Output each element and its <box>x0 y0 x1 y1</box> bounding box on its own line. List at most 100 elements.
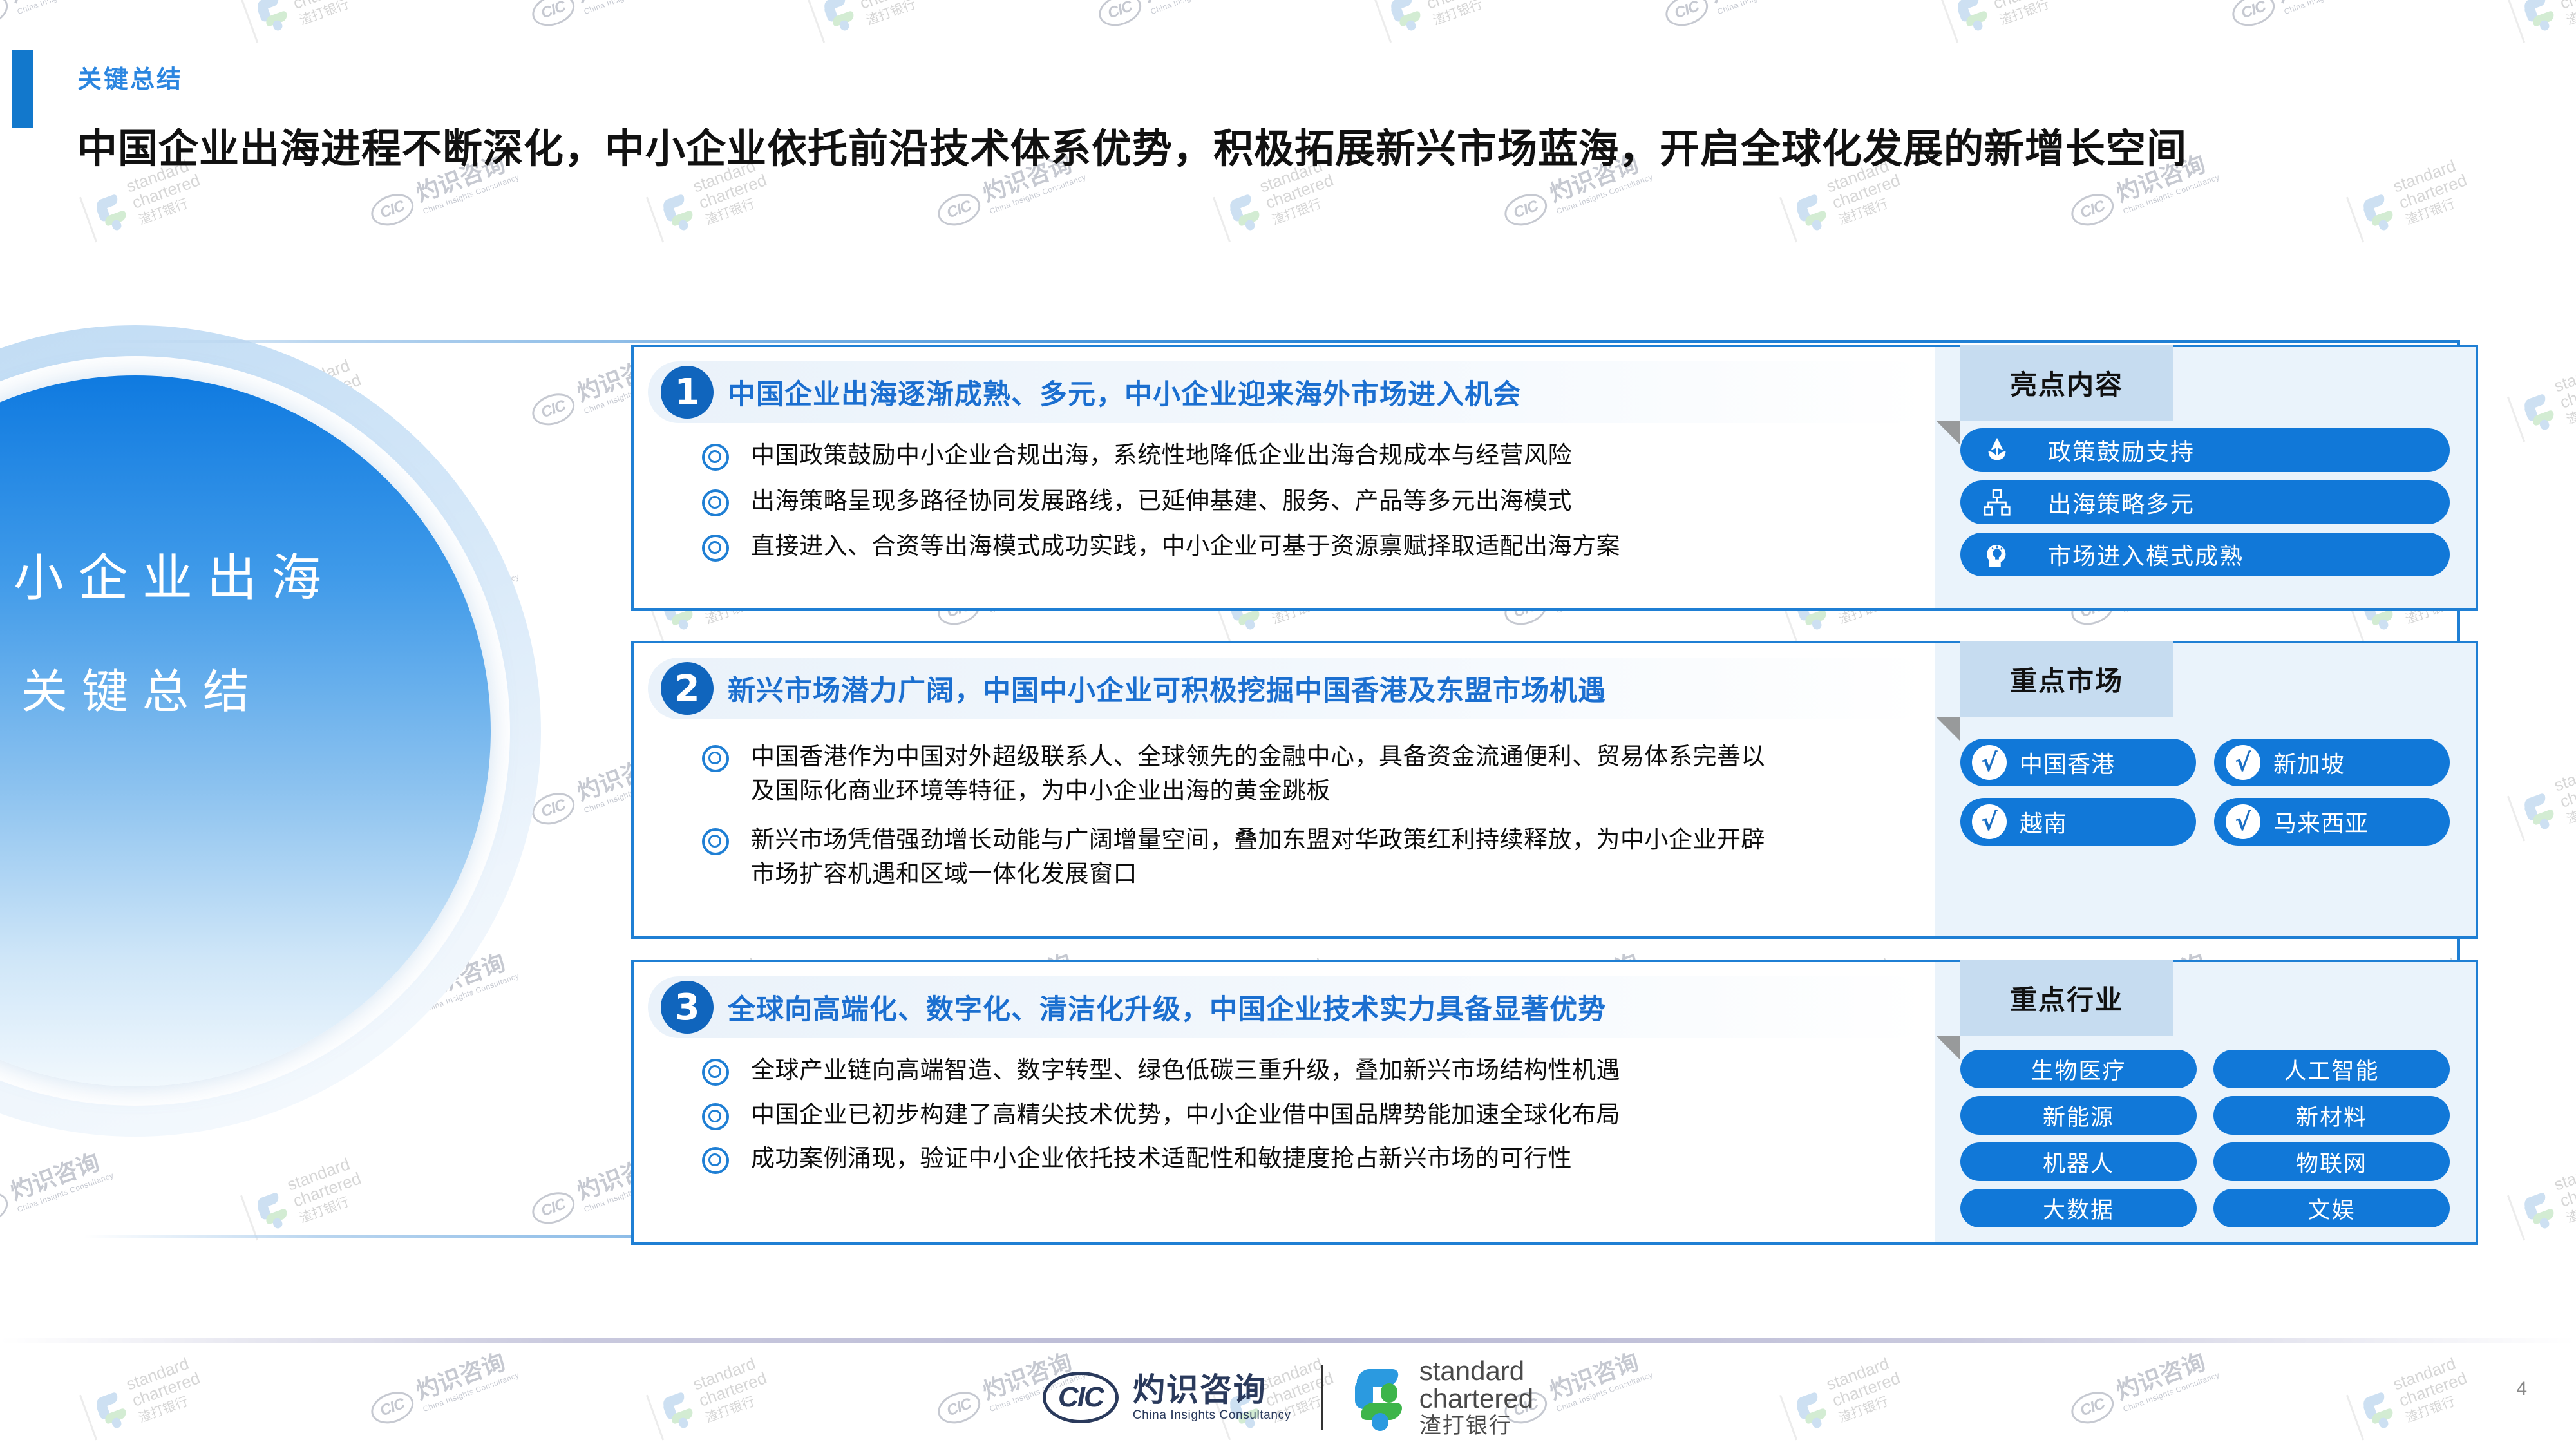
check-icon: √ <box>2226 804 2260 839</box>
section-2-content: 2 新兴市场潜力广阔，中国中小企业可积极挖掘中国香港及东盟市场机遇 中国香港作为… <box>634 643 1935 936</box>
sc-name-cn: 渣打银行 <box>1419 1414 1512 1439</box>
section-1-number-badge: 1 <box>661 366 714 419</box>
bullet-ring-icon <box>702 444 729 471</box>
industry-pill-entertainment[interactable]: 文娱 <box>2213 1189 2450 1227</box>
industry-pill-big-data[interactable]: 大数据 <box>1960 1189 2197 1227</box>
highlight-pill-strategy[interactable]: 出海策略多元 <box>1960 480 2450 524</box>
market-pill-malaysia[interactable]: √ 马来西亚 <box>2214 798 2450 846</box>
market-pill-singapore[interactable]: √ 新加坡 <box>2214 739 2450 786</box>
sprout-icon <box>1988 437 2006 460</box>
bullet-text: 出海策略呈现多路径协同发展路线，已延伸基建、服务、产品等多元出海模式 <box>751 486 1572 515</box>
bullet-text: 中国企业已初步构建了高精尖技术优势，中小企业借中国品牌势能加速全球化布局 <box>751 1100 1620 1128</box>
cic-name: 灼识咨询 China Insights Consultancy <box>1133 1373 1291 1422</box>
watermark-separator <box>2506 795 2526 842</box>
hero-line-2: 关键总结 <box>21 665 263 719</box>
section-2-number-badge: 2 <box>661 662 714 715</box>
section-3-panel-body: 生物医疗 人工智能 新能源 新材料 机器人 物联网 大数据 文娱 <box>1960 1043 2450 1233</box>
cic-mark-icon: CIC <box>1042 1372 1119 1423</box>
section-2-panel-title: 重点市场 <box>1936 641 2173 741</box>
pill-label: 市场进入模式成熟 <box>2048 544 2244 570</box>
industry-pill-robotics[interactable]: 机器人 <box>1960 1142 2197 1181</box>
standard-chartered-mark-icon <box>1352 1364 1406 1431</box>
market-pill-vietnam[interactable]: √ 越南 <box>1960 798 2196 846</box>
section-2-header: 2 新兴市场潜力广阔，中国中小企业可积极挖掘中国香港及东盟市场机遇 <box>648 658 1928 719</box>
header-accent-bar <box>12 50 33 128</box>
industry-pill-grid: 生物医疗 人工智能 新能源 新材料 机器人 物联网 大数据 文娱 <box>1960 1050 2450 1227</box>
section-2-panel-body: √ 中国香港 √ 新加坡 √ 越南 √ 马来西亚 <box>1960 724 2450 927</box>
watermark-separator <box>2506 0 2526 43</box>
pill-label: 新能源 <box>2042 1104 2114 1131</box>
section-2-title: 新兴市场潜力广阔，中国中小企业可积极挖掘中国香港及东盟市场机遇 <box>728 675 1606 707</box>
section-card-1: 1 中国企业出海逐渐成熟、多元，中小企业迎来海外市场进入机会 中国政策鼓励中小企… <box>631 345 2478 611</box>
market-pill-hongkong[interactable]: √ 中国香港 <box>1960 739 2196 786</box>
section-3-header: 3 全球向高端化、数字化、清洁化升级，中国企业技术实力具备显著优势 <box>648 976 1928 1038</box>
standard-chartered-name: standard chartered 渣打银行 <box>1419 1357 1534 1439</box>
industry-pill-biomed[interactable]: 生物医疗 <box>1960 1050 2197 1088</box>
highlight-pill-policy[interactable]: 政策鼓励支持 <box>1960 428 2450 472</box>
watermark-separator <box>1940 0 1959 43</box>
section-1-panel-body: 政策鼓励支持 出海策略多元 市场进入模式成熟 <box>1960 428 2450 599</box>
section-1-title: 中国企业出海逐渐成熟、多元，中小企业迎来海外市场进入机会 <box>728 379 1521 411</box>
check-icon: √ <box>1972 804 2007 839</box>
bullet-text: 新兴市场凭借强劲增长动能与广阔增量空间，叠加东盟对华政策红利持续释放，为中小企业… <box>751 826 1765 887</box>
footer: CIC 灼识咨询 China Insights Consultancy stan… <box>0 1346 2576 1449</box>
footer-logo-separator <box>1320 1365 1323 1430</box>
section-3-bullet-list: 全球产业链向高端智造、数字转型、绿色低碳三重升级，叠加新兴市场结构性机遇 中国企… <box>702 1054 1919 1186</box>
bullet-ring-icon <box>702 828 729 856</box>
list-item: 中国香港作为中国对外超级联系人、全球领先的金融中心，具备资金流通便利、贸易体系完… <box>702 740 1919 808</box>
cic-name-cn: 灼识咨询 <box>1132 1371 1267 1408</box>
pill-label: 新加坡 <box>2273 752 2345 778</box>
pill-label: 马来西亚 <box>2273 811 2369 837</box>
bullet-text: 直接进入、合资等出海模式成功实践，中小企业可基于资源禀赋择取适配出海方案 <box>751 532 1620 560</box>
industry-pill-iot[interactable]: 物联网 <box>2213 1142 2450 1181</box>
watermark-separator <box>2345 196 2365 243</box>
watermark-separator <box>1779 196 1798 243</box>
section-3-title: 全球向高端化、数字化、清洁化升级，中国企业技术实力具备显著优势 <box>728 994 1606 1026</box>
page-title: 中国企业出海进程不断深化，中小企业依托前沿技术体系优势，积极拓展新兴市场蓝海，开… <box>77 125 2188 172</box>
list-item: 中国政策鼓励中小企业合规出海，系统性地降低企业出海合规成本与经营风险 <box>702 439 1919 473</box>
sc-name-line2: chartered <box>1419 1383 1534 1414</box>
industry-pill-new-energy[interactable]: 新能源 <box>1960 1096 2197 1135</box>
bullet-ring-icon <box>702 1147 729 1175</box>
bullet-ring-icon <box>702 1103 729 1130</box>
pill-label: 生物医疗 <box>2031 1058 2126 1084</box>
section-3-content: 3 全球向高端化、数字化、清洁化升级，中国企业技术实力具备显著优势 全球产业链向… <box>634 962 1935 1242</box>
section-1-panel-title: 亮点内容 <box>1936 345 2173 445</box>
industry-pill-ai[interactable]: 人工智能 <box>2213 1050 2450 1088</box>
watermark-separator <box>240 0 259 43</box>
section-card-2: 2 新兴市场潜力广阔，中国中小企业可积极挖掘中国香港及东盟市场机遇 中国香港作为… <box>631 641 2478 939</box>
list-item: 中国企业已初步构建了高精尖技术优势，中小企业借中国品牌势能加速全球化布局 <box>702 1098 1919 1132</box>
pill-label: 物联网 <box>2295 1151 2367 1177</box>
market-pill-grid: √ 中国香港 √ 新加坡 √ 越南 √ 马来西亚 <box>1960 739 2450 846</box>
industry-pill-new-materials[interactable]: 新材料 <box>2213 1096 2450 1135</box>
bullet-text: 成功案例涌现，验证中小企业依托技术适配性和敏捷度抢占新兴市场的可行性 <box>751 1144 1572 1173</box>
pill-label: 文娱 <box>2307 1197 2356 1224</box>
highlight-pill-market-entry[interactable]: 市场进入模式成熟 <box>1960 533 2450 576</box>
footer-divider <box>0 1338 2576 1343</box>
watermark-separator <box>79 196 98 243</box>
pill-label: 越南 <box>2020 811 2068 837</box>
section-1-bullet-list: 中国政策鼓励中小企业合规出海，系统性地降低企业出海合规成本与经营风险 出海策略呈… <box>702 439 1919 575</box>
